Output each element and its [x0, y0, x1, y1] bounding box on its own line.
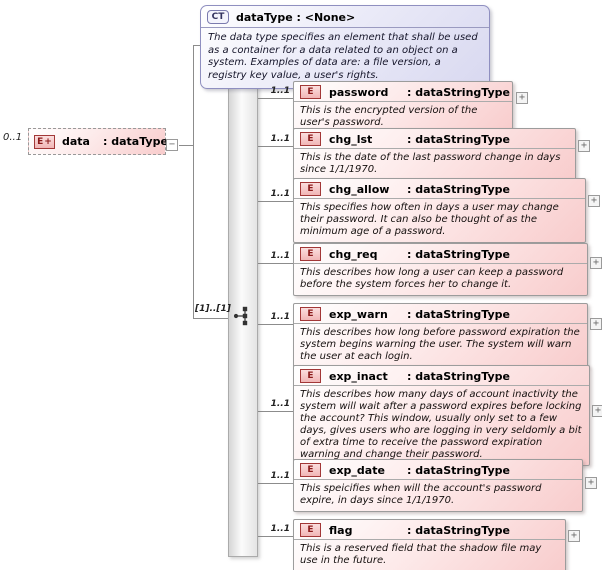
element-badge-icon: E [300, 307, 321, 321]
element-name: exp_warn [329, 307, 388, 321]
root-element-name: data [62, 135, 90, 148]
element-badge-icon: E [300, 132, 321, 146]
multiplicity-label: 1..1 [270, 312, 290, 322]
connector-to-sequence [193, 318, 228, 319]
element-box-exp-warn[interactable]: E exp_warn : dataStringType This describ… [293, 303, 588, 368]
multiplicity-label: 1..1 [270, 399, 290, 409]
element-header: E exp_inact : dataStringType [294, 366, 589, 386]
element-box-chg-allow[interactable]: E chg_allow : dataStringType This specif… [293, 178, 586, 243]
element-box-flag[interactable]: E flag : dataStringType This is a reserv… [293, 519, 566, 570]
element-type: : dataStringType [407, 523, 510, 537]
element-type: : dataStringType [407, 369, 510, 383]
element-box-chg-lst[interactable]: E chg_lst : dataStringType This is the d… [293, 128, 576, 181]
connector-trunk-line [193, 45, 194, 318]
complex-type-title: dataType : <None> [236, 10, 356, 24]
element-type: : dataStringType [407, 463, 510, 477]
root-element-type: : dataType [103, 135, 168, 148]
element-box-chg-req[interactable]: E chg_req : dataStringType This describe… [293, 243, 588, 296]
multiplicity-label: 1..1 [270, 471, 290, 481]
complex-type-description: The data type specifies an element that … [208, 32, 478, 81]
element-description: This describes how long before password … [300, 327, 580, 362]
element-name: chg_req [329, 247, 378, 261]
element-description: This is a reserved field that the shadow… [300, 543, 542, 566]
element-name: chg_allow [329, 182, 390, 196]
sequence-compositor-bar [228, 80, 258, 557]
global-element-badge-icon: E+ [34, 134, 55, 149]
element-box-exp-date[interactable]: E exp_date : dataStringType This speicif… [293, 459, 583, 512]
element-badge-icon: E [300, 85, 321, 99]
multiplicity-label: 1..1 [270, 189, 290, 199]
expand-attributes-button[interactable]: + [592, 405, 602, 417]
element-badge-icon: E [300, 182, 321, 196]
element-header: E exp_date : dataStringType [294, 460, 582, 480]
element-badge-icon: E [300, 369, 321, 383]
complex-type-header: CT dataType : <None> [201, 6, 489, 28]
element-box-exp-inact[interactable]: E exp_inact : dataStringType This descri… [293, 365, 590, 466]
element-name: exp_date [329, 463, 385, 477]
connector-to-complex-type [193, 45, 201, 46]
connector-root-element [179, 145, 193, 146]
element-type: : dataStringType [407, 182, 510, 196]
expand-attributes-button[interactable]: + [578, 140, 590, 152]
expand-attributes-button[interactable]: + [585, 477, 597, 489]
element-badge-letter: E [37, 136, 44, 147]
expand-attributes-button[interactable]: + [590, 318, 602, 330]
expand-attributes-button[interactable]: + [588, 195, 600, 207]
element-type: : dataStringType [407, 307, 510, 321]
element-header: E chg_allow : dataStringType [294, 179, 585, 199]
element-badge-plus: + [44, 136, 52, 147]
element-name: password [329, 85, 389, 99]
element-description: This describes how long a user can keep … [300, 267, 564, 290]
element-badge-icon: E [300, 247, 321, 261]
element-description: This is the encrypted version of the use… [300, 105, 478, 128]
root-element-box[interactable]: E+ data : dataType [28, 128, 168, 155]
element-header: E chg_lst : dataStringType [294, 129, 575, 149]
complex-type-badge-icon: CT [207, 10, 229, 24]
element-header: E exp_warn : dataStringType [294, 304, 587, 324]
expand-attributes-button[interactable]: + [516, 92, 528, 104]
sequence-icon[interactable] [232, 305, 254, 327]
complex-type-box[interactable]: CT dataType : <None> The data type speci… [200, 5, 490, 89]
element-header: E flag : dataStringType [294, 520, 565, 540]
element-header: E chg_req : dataStringType [294, 244, 587, 264]
connector-line [258, 263, 293, 264]
multiplicity-label: 1..1 [270, 251, 290, 261]
connector-line [258, 98, 293, 99]
element-header: E password : dataStringType [294, 82, 512, 102]
element-badge-icon: E [300, 463, 321, 477]
connector-line [258, 146, 293, 147]
element-badge-icon: E [300, 523, 321, 537]
element-name: flag [329, 523, 353, 537]
expand-attributes-button[interactable]: + [568, 530, 580, 542]
element-type: : dataStringType [407, 247, 510, 261]
element-box-password[interactable]: E password : dataStringType This is the … [293, 81, 513, 134]
multiplicity-label: 1..1 [270, 524, 290, 534]
expand-attributes-button[interactable]: + [590, 257, 602, 269]
connector-line [258, 483, 293, 484]
collapse-button[interactable]: − [166, 139, 178, 151]
element-name: exp_inact [329, 369, 388, 383]
element-description: This specifies how often in days a user … [300, 202, 559, 237]
element-type: : dataStringType [407, 85, 510, 99]
multiplicity-label: 1..1 [270, 134, 290, 144]
connector-line [258, 324, 293, 325]
element-description: This describes how many days of account … [300, 389, 582, 460]
connector-line [258, 536, 293, 537]
element-name: chg_lst [329, 132, 373, 146]
element-type: : dataStringType [407, 132, 510, 146]
element-description: This speicifies when will the account's … [300, 483, 542, 506]
root-element-multiplicity-label: 0..1 [3, 132, 23, 143]
connector-line [258, 411, 293, 412]
sequence-occurrence-label: [1]..[1] [195, 304, 231, 314]
element-description: This is the date of the last password ch… [300, 152, 561, 175]
connector-line [258, 201, 293, 202]
multiplicity-label: 1..1 [270, 86, 290, 96]
